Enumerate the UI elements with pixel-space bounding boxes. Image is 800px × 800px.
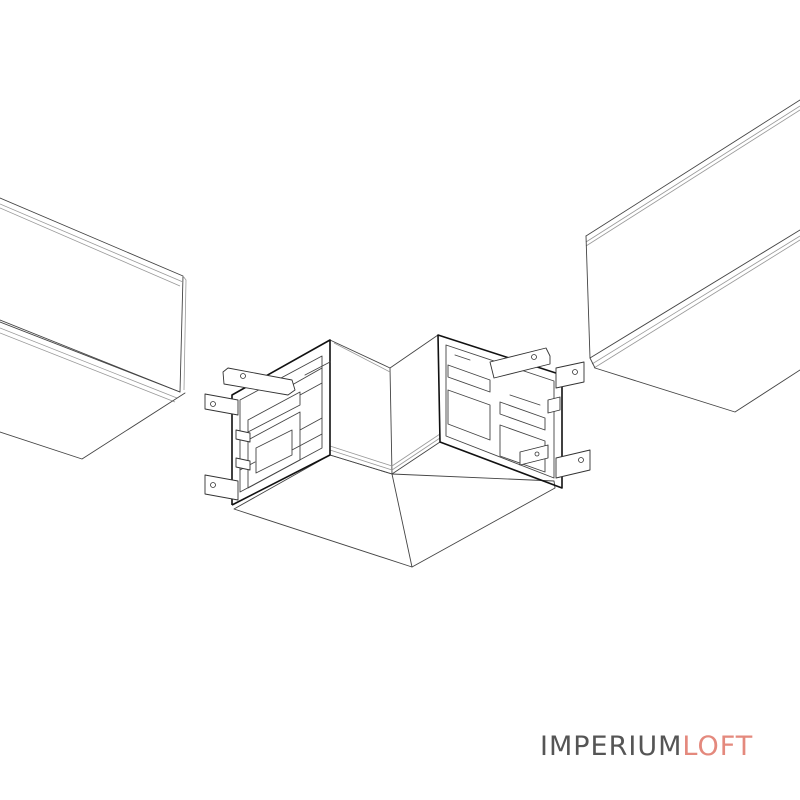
corner-connector xyxy=(204,334,591,568)
right-profile-section xyxy=(585,99,800,413)
logo-accent-text: LOFT xyxy=(682,731,754,762)
left-profile-section xyxy=(0,197,187,460)
imperiumloft-logo: IMPERIUMLOFT xyxy=(540,733,753,760)
logo-dark-text: IMPERIUM xyxy=(540,731,683,762)
